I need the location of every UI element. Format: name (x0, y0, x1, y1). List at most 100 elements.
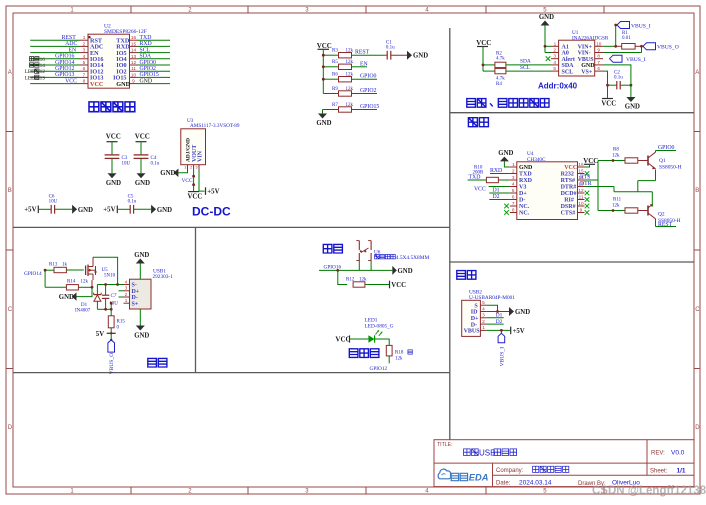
svg-text:2: 2 (83, 41, 86, 46)
svg-text:VCC: VCC (90, 81, 103, 88)
svg-text:GPIO13: GPIO13 (55, 72, 74, 78)
svg-text:TXD: TXD (116, 37, 130, 44)
svg-text:10U: 10U (109, 302, 118, 307)
svg-text:NC.: NC. (519, 204, 530, 210)
svg-text:DTR: DTR (580, 181, 592, 187)
svg-text:REV:: REV: (651, 450, 665, 456)
svg-text:0: 0 (117, 325, 120, 330)
svg-text:D2: D2 (493, 194, 500, 200)
svg-text:SDA: SDA (140, 54, 152, 60)
svg-text:12k: 12k (81, 279, 89, 284)
svg-text:14: 14 (131, 48, 137, 53)
svg-text:VBUS: VBUS (464, 329, 481, 335)
svg-text:13: 13 (578, 182, 584, 187)
svg-text:S+: S+ (132, 301, 139, 307)
svg-text:C2: C2 (614, 71, 620, 76)
svg-text:15: 15 (131, 41, 137, 46)
svg-text:GPIO0: GPIO0 (360, 74, 377, 80)
svg-text:5: 5 (543, 8, 547, 14)
svg-text:1: 1 (482, 325, 485, 330)
svg-text:GND: GND (134, 333, 149, 340)
svg-text:S-: S- (132, 283, 137, 289)
svg-text:VBUS_O: VBUS_O (109, 353, 115, 375)
svg-text:R1: R1 (622, 31, 628, 36)
svg-text:12: 12 (40, 69, 46, 75)
svg-text:GPIO16: GPIO16 (55, 54, 74, 60)
svg-text:R3: R3 (332, 49, 338, 54)
svg-text:1: 1 (70, 489, 74, 495)
svg-text:IO12: IO12 (90, 68, 103, 75)
svg-text:1: 1 (125, 298, 128, 303)
svg-text:GND: GND (498, 150, 513, 157)
svg-text:D+: D+ (471, 316, 479, 322)
svg-text:1: 1 (512, 162, 515, 167)
svg-text:14: 14 (578, 175, 584, 180)
svg-text:GND: GND (539, 14, 554, 21)
svg-text:TXD: TXD (469, 175, 481, 181)
svg-text:VIN-: VIN- (578, 51, 591, 57)
svg-text:SS8050-H: SS8050-H (658, 218, 681, 224)
svg-text:EN: EN (90, 50, 99, 57)
svg-text:2024.03.14: 2024.03.14 (519, 479, 552, 486)
svg-text:1: 1 (70, 8, 74, 14)
svg-text:GND: GND (134, 252, 149, 259)
svg-text:LED: LED (25, 69, 35, 75)
svg-text:D1: D1 (493, 188, 500, 194)
svg-text:GND: GND (413, 53, 428, 60)
svg-text:R11: R11 (613, 198, 622, 203)
svg-text:GPIO16: GPIO16 (324, 264, 342, 270)
svg-text:SMDESP8266-12F: SMDESP8266-12F (104, 29, 147, 35)
svg-text:12: 12 (578, 188, 584, 193)
svg-text:16: 16 (40, 57, 46, 63)
svg-text:GND: GND (160, 170, 175, 177)
svg-text:12k: 12k (395, 356, 403, 361)
svg-text:GPIO14: GPIO14 (24, 271, 42, 277)
svg-text:D2: D2 (496, 319, 503, 325)
svg-text:VBUS_I: VBUS_I (499, 347, 505, 367)
svg-text:CH340C: CH340C (527, 157, 546, 163)
svg-text:REST: REST (658, 222, 673, 228)
svg-text:GND: GND (157, 207, 172, 214)
svg-text:R18: R18 (395, 350, 404, 355)
svg-text:GND: GND (59, 294, 74, 301)
svg-text:10: 10 (596, 41, 602, 46)
svg-text:+5V: +5V (207, 189, 219, 196)
svg-text:12k: 12k (612, 153, 620, 158)
svg-text:0.01: 0.01 (622, 36, 631, 41)
svg-text:GND: GND (140, 78, 153, 84)
svg-text:VS+: VS+ (581, 69, 593, 75)
svg-text:R7: R7 (332, 103, 338, 108)
svg-text:3: 3 (125, 286, 128, 291)
svg-text:CSDN @Lengff12138: CSDN @Lengff12138 (592, 485, 706, 497)
svg-text:VBUS: VBUS (578, 57, 595, 63)
svg-text:DTR#: DTR# (561, 185, 577, 191)
svg-text:DC-DC: DC-DC (192, 205, 231, 219)
svg-text:U4: U4 (527, 151, 534, 157)
svg-text:Sheet:: Sheet: (650, 468, 668, 474)
svg-text:VCC: VCC (182, 178, 193, 184)
svg-text:GND: GND (106, 180, 121, 187)
svg-text:12: 12 (131, 60, 137, 65)
svg-text:R5: R5 (332, 60, 338, 65)
svg-text:GPIO12: GPIO12 (55, 66, 74, 72)
svg-text:V3: V3 (519, 185, 526, 191)
svg-text:+5V: +5V (513, 328, 525, 335)
svg-text:R13: R13 (49, 262, 58, 267)
svg-text:U5: U5 (102, 268, 109, 273)
svg-text:14: 14 (40, 63, 46, 69)
svg-text:R2: R2 (496, 52, 502, 57)
svg-text:4: 4 (482, 306, 485, 311)
svg-text:R9: R9 (332, 87, 338, 92)
svg-text:CTS#: CTS# (561, 211, 576, 217)
svg-text:2: 2 (553, 48, 556, 53)
svg-text:GPIO14: GPIO14 (55, 60, 74, 66)
svg-text:10U: 10U (122, 162, 131, 167)
svg-text:C4: C4 (151, 156, 157, 161)
svg-text:R6: R6 (332, 73, 338, 78)
svg-text:200R: 200R (473, 171, 485, 176)
svg-text:GND: GND (398, 268, 413, 275)
svg-text:U3: U3 (187, 118, 194, 124)
svg-text:GPIO0: GPIO0 (658, 145, 675, 151)
svg-text:4: 4 (512, 182, 515, 187)
svg-text:RXD: RXD (140, 41, 152, 47)
